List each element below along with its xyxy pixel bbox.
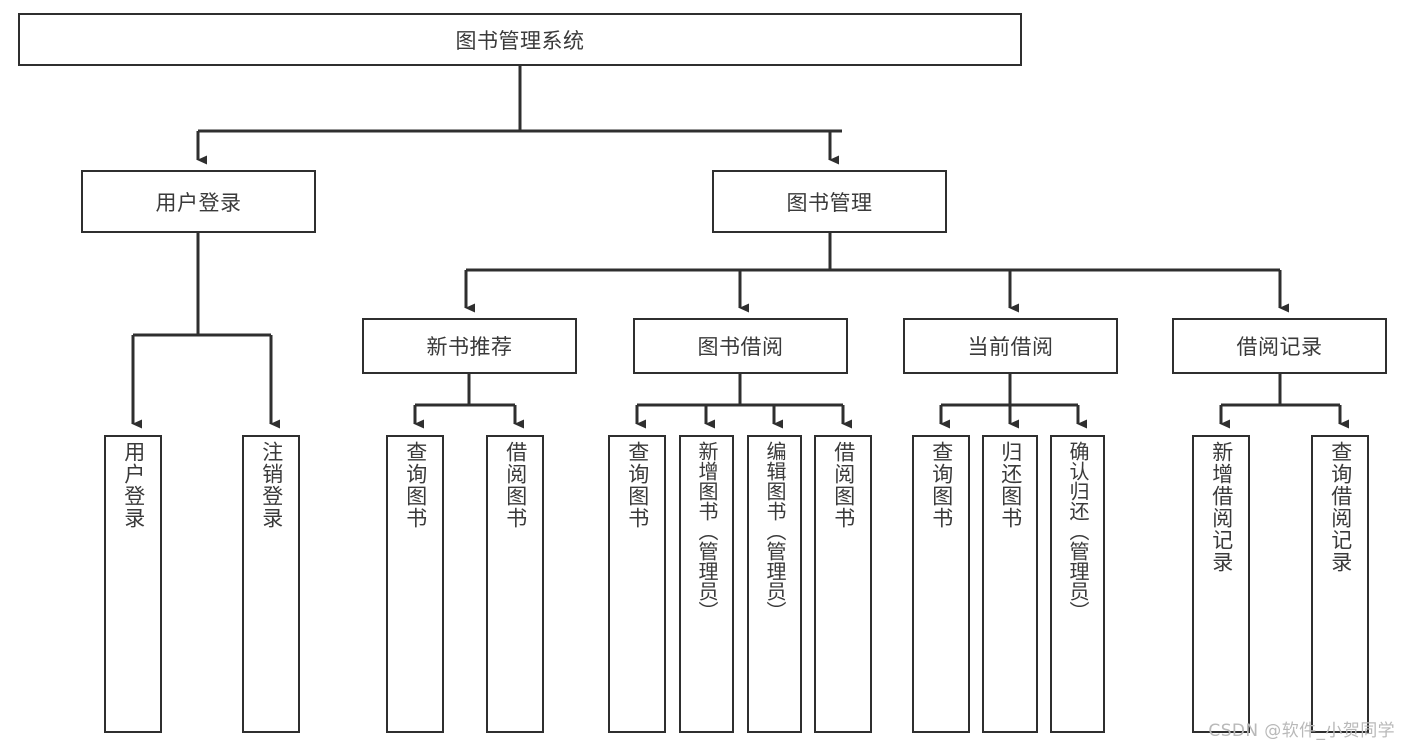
node-new-book-recommend-label: 新书推荐 <box>426 335 513 359</box>
node-book-management[interactable]: 图书管理 <box>712 170 947 233</box>
leaf-borrow-borrow-book[interactable]: 借阅图书 <box>814 435 872 733</box>
leaf-label: 查询图书 <box>625 441 650 529</box>
leaf-current-confirm-return-admin[interactable]: 确认归还（管理员） <box>1050 435 1105 733</box>
node-borrow-record-label: 借阅记录 <box>1236 335 1323 359</box>
node-book-management-label: 图书管理 <box>786 190 873 215</box>
leaf-label: 注销登录 <box>259 441 284 529</box>
node-book-borrow[interactable]: 图书借阅 <box>633 318 848 374</box>
leaf-current-return-book[interactable]: 归还图书 <box>982 435 1038 733</box>
leaf-new-book-query[interactable]: 查询图书 <box>386 435 444 733</box>
node-new-book-recommend[interactable]: 新书推荐 <box>362 318 577 374</box>
node-book-borrow-label: 图书借阅 <box>697 335 784 359</box>
leaf-record-query[interactable]: 查询借阅记录 <box>1311 435 1369 733</box>
leaf-label: 用户登录 <box>121 441 146 529</box>
leaf-label: 新增图书（管理员） <box>695 441 719 621</box>
leaf-label: 借阅图书 <box>503 441 528 529</box>
leaf-record-add[interactable]: 新增借阅记录 <box>1192 435 1250 733</box>
csdn-watermark: CSDN @软件_小贺同学 <box>1208 721 1395 741</box>
node-user-login[interactable]: 用户登录 <box>81 170 316 233</box>
node-user-login-label: 用户登录 <box>155 190 242 215</box>
node-root[interactable]: 图书管理系统 <box>18 13 1022 66</box>
leaf-label: 新增借阅记录 <box>1209 441 1234 573</box>
leaf-borrow-edit-book-admin[interactable]: 编辑图书（管理员） <box>747 435 802 733</box>
leaf-label: 编辑图书（管理员） <box>763 441 787 621</box>
node-current-borrow[interactable]: 当前借阅 <box>903 318 1118 374</box>
leaf-current-query-book[interactable]: 查询图书 <box>912 435 970 733</box>
leaf-user-login-logout[interactable]: 注销登录 <box>242 435 300 733</box>
leaf-label: 归还图书 <box>998 441 1023 529</box>
leaf-new-book-borrow[interactable]: 借阅图书 <box>486 435 544 733</box>
node-current-borrow-label: 当前借阅 <box>967 335 1054 359</box>
node-borrow-record[interactable]: 借阅记录 <box>1172 318 1387 374</box>
leaf-label: 借阅图书 <box>831 441 856 529</box>
leaf-label: 查询图书 <box>403 441 428 529</box>
node-root-label: 图书管理系统 <box>455 28 585 53</box>
leaf-borrow-query[interactable]: 查询图书 <box>608 435 666 733</box>
leaf-label: 确认归还（管理员） <box>1066 441 1090 621</box>
leaf-borrow-add-book-admin[interactable]: 新增图书（管理员） <box>679 435 734 733</box>
leaf-user-login-login[interactable]: 用户登录 <box>104 435 162 733</box>
leaf-label: 查询图书 <box>929 441 954 529</box>
leaf-label: 查询借阅记录 <box>1328 441 1353 573</box>
